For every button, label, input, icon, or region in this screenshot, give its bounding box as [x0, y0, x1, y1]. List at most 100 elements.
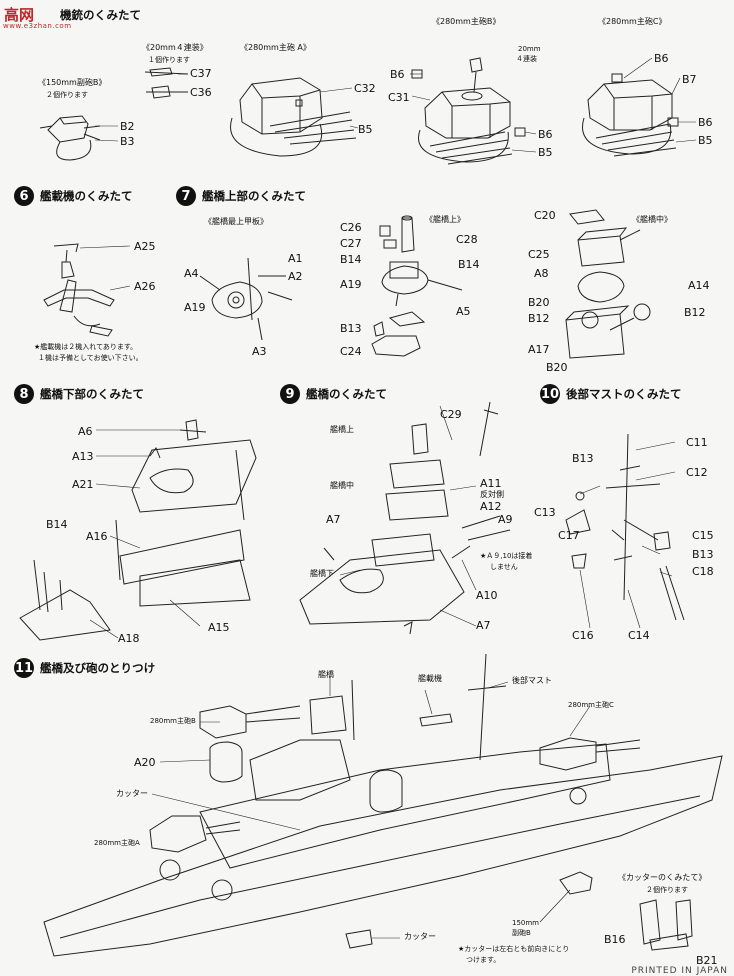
- ship-label: カッター: [116, 789, 148, 798]
- part-label: B7: [682, 73, 697, 86]
- step7-title: 艦橋上部のくみたて: [202, 189, 306, 203]
- step6-note: ★艦載機は２機入れてあります。: [34, 343, 138, 351]
- site-url: www.e3zhan.com: [3, 22, 72, 30]
- part-label: B13: [340, 322, 362, 335]
- part-label: A6: [78, 425, 93, 438]
- part-label: A9: [498, 513, 513, 526]
- part-label: B14: [458, 258, 480, 271]
- bridge-lower-drawing: [19, 419, 257, 641]
- part-label: A15: [208, 621, 230, 634]
- part-label: C11: [686, 436, 708, 449]
- part-label: A8: [534, 267, 549, 280]
- part-label: C37: [190, 67, 212, 80]
- secondary-gun-title: 《150mm副砲B》: [38, 78, 107, 87]
- printed-in-footer: PRINTED IN JAPAN: [631, 966, 728, 976]
- secondary-gun-note: ２個作ります: [46, 91, 88, 99]
- ship-label: 150mm: [512, 919, 539, 927]
- part-label: B5: [538, 146, 553, 159]
- step-number: 7: [176, 186, 196, 206]
- cutter-title: 《カッターのくみたて》: [618, 873, 707, 882]
- part-label: C17: [558, 529, 580, 542]
- part-label: A7: [326, 513, 341, 526]
- ship-label: 280mm主砲B: [150, 717, 196, 725]
- part-label: A11: [480, 477, 502, 490]
- secondary-gun-drawing: [39, 115, 101, 161]
- part-label: B13: [572, 452, 594, 465]
- part-label: A3: [252, 345, 267, 358]
- part-label: B3: [120, 135, 135, 148]
- step9-note: しません: [490, 563, 518, 571]
- aa-title: 《20mm４連装》: [142, 43, 208, 52]
- part-label: 艦橋上: [330, 425, 354, 434]
- part-label: B14: [46, 518, 68, 531]
- ship-label: A20: [134, 756, 156, 769]
- part-label: B6: [390, 68, 405, 81]
- site-logo: 高网: [4, 6, 35, 24]
- bridge-upper-drawing: [371, 215, 463, 357]
- part-label: C26: [340, 221, 362, 234]
- bridge-middle-drawing: [565, 209, 651, 359]
- aa-label-2: ４連装: [516, 55, 537, 63]
- part-label: A25: [134, 240, 156, 253]
- part-label: A17: [528, 343, 550, 356]
- part-label: A18: [118, 632, 140, 645]
- part-label: A16: [86, 530, 108, 543]
- part-label: A7: [476, 619, 491, 632]
- part-label: A2: [288, 270, 303, 283]
- part-label: C28: [456, 233, 478, 246]
- ship-label: 280mm主砲A: [94, 839, 140, 847]
- ship-label: カッター: [404, 932, 436, 941]
- part-label: B6: [538, 128, 553, 141]
- part-label: A26: [134, 280, 156, 293]
- turret-c-title: 《280mm主砲C》: [598, 17, 667, 26]
- turret-b-title: 《280mm主砲B》: [432, 17, 501, 26]
- cutter-note: ２個作ります: [646, 886, 688, 894]
- step9-note: ★Ａ９,10は接着: [480, 552, 533, 560]
- step6-title: 艦載機のくみたて: [40, 189, 133, 203]
- step11-title: 艦橋及び砲のとりつけ: [40, 661, 156, 675]
- ship-label: 280mm主砲C: [568, 701, 614, 709]
- step7-subtitle: 《艦橋上》: [425, 215, 465, 224]
- aa-label: 20mm: [518, 45, 541, 53]
- step-number: 9: [280, 384, 300, 404]
- part-label: A12: [480, 500, 502, 513]
- part-label: 艦橋下: [310, 569, 334, 578]
- part-label: C29: [440, 408, 462, 421]
- part-label: A5: [456, 305, 471, 318]
- step7-subtitle: 《艦橋最上甲板》: [204, 217, 268, 226]
- part-label: A19: [340, 278, 362, 291]
- part-label: C31: [388, 91, 410, 104]
- bridge-assembly-drawing: [299, 401, 511, 635]
- part-label: B21: [696, 954, 718, 967]
- ship-label: 副砲B: [512, 929, 531, 937]
- turret-b-drawing: [411, 57, 526, 165]
- part-label: A19: [184, 301, 206, 314]
- ship-label: 後部マスト: [512, 676, 552, 685]
- step-number: 8: [14, 384, 34, 404]
- part-label: B13: [692, 548, 714, 561]
- part-label: C14: [628, 629, 650, 642]
- aa-note: １個作ります: [148, 56, 190, 64]
- part-label: B6: [698, 116, 713, 129]
- part-label: B5: [358, 123, 373, 136]
- part-label: B6: [654, 52, 669, 65]
- step-number: 6: [14, 186, 34, 206]
- part-label: A13: [72, 450, 94, 463]
- part-label: C36: [190, 86, 212, 99]
- step-number: 11: [14, 658, 34, 678]
- part-label: C32: [354, 82, 376, 95]
- part-label: C13: [534, 506, 556, 519]
- part-label: C24: [340, 345, 362, 358]
- part-label: C27: [340, 237, 362, 250]
- step6-note: １機は予備としてお使い下さい。: [38, 354, 143, 362]
- step11-note: ★カッターは左右とも前向きにとり: [458, 945, 570, 953]
- part-label: B5: [698, 134, 713, 147]
- part-label: B12: [528, 312, 550, 325]
- part-label: 反対側: [480, 490, 504, 499]
- turret-a-title: 《280mm主砲 A》: [240, 43, 311, 52]
- step10-title: 後部マストのくみたて: [566, 387, 682, 401]
- part-label: 艦橋中: [330, 481, 354, 490]
- part-label: B12: [684, 306, 706, 319]
- bridge-top-deck-drawing: [199, 257, 293, 341]
